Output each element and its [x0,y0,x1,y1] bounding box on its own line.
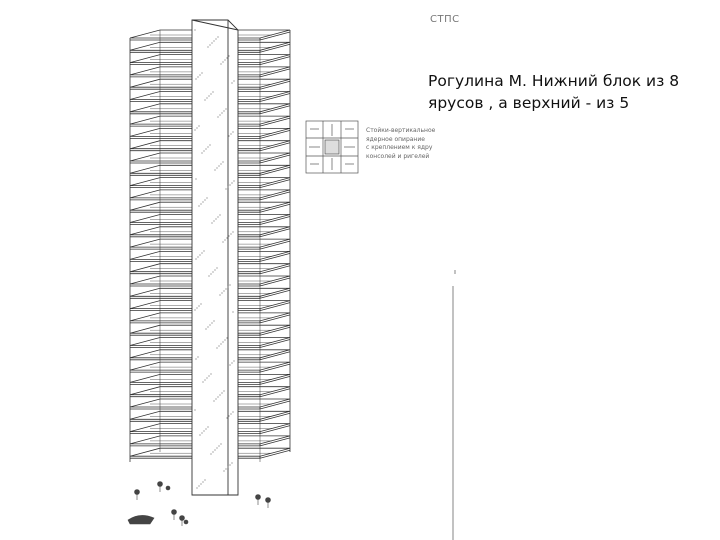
slide-caption: Рогулина М. Нижний блок из 8 ярусов , а … [428,70,708,114]
tower-core [191,19,239,496]
caption-line-2: ярусов , а верхний - из 5 [428,94,630,112]
legend-line: с креплением к ядру [366,144,433,152]
edge-marks [452,270,456,540]
legend-line: ядерное опирание [366,135,425,143]
caption-line-1: Рогулина М. Нижний блок из 8 [428,72,680,90]
legend-line: консолей и ригелей [366,152,430,160]
legend-note: Стойки-вертикальное ядерное опирание с к… [366,127,435,161]
legend-line: Стойки-вертикальное [366,127,436,134]
people-figures [127,481,271,526]
page-label: СТПС [430,14,460,25]
legend-diagram [305,120,359,174]
core-texture [194,29,235,489]
